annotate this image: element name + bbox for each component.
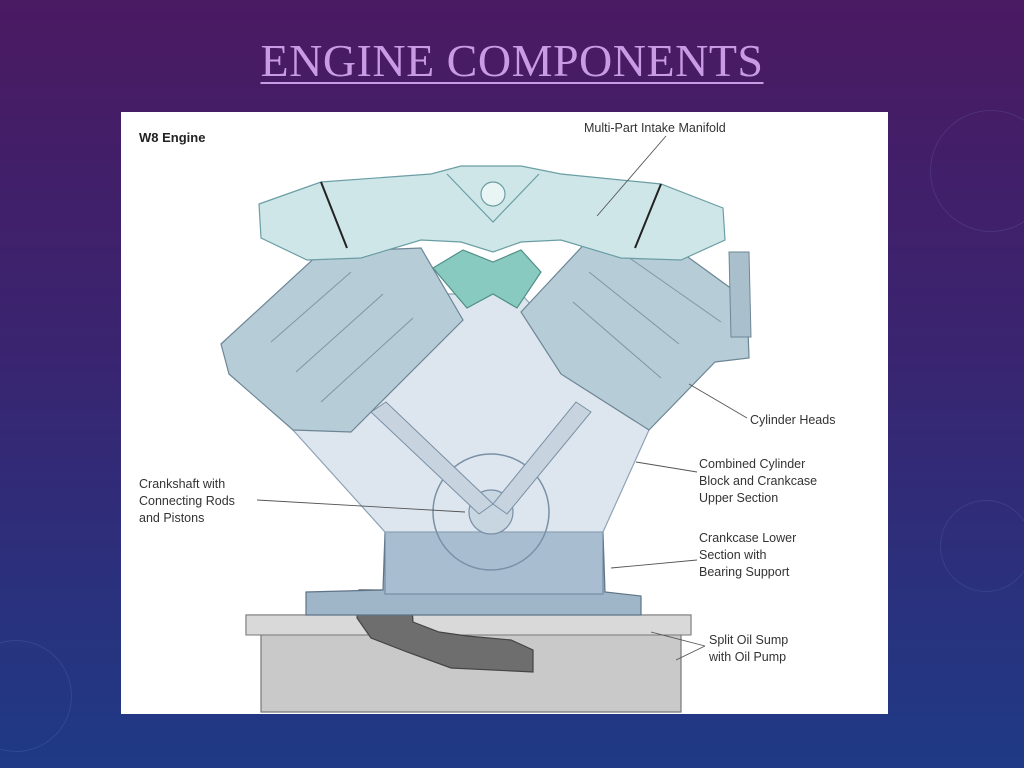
crankshaft-shape	[432, 453, 550, 571]
label-crankshaft: Crankshaft with Connecting Rods and Pist…	[139, 477, 235, 525]
leader-crankcase-lower	[610, 559, 698, 569]
label-cylinder-heads: Cylinder Heads	[750, 413, 836, 427]
leader-intake-manifold	[596, 135, 667, 217]
leader-block-upper	[635, 461, 698, 473]
label-oil-sump: Split Oil Sump with Oil Pump	[709, 633, 789, 664]
connecting-rod-right	[492, 401, 592, 515]
background-circle-decoration	[940, 500, 1024, 592]
label-intake-manifold: Multi-Part Intake Manifold	[584, 121, 726, 135]
label-crankcase-lower: Crankcase Lower Section with Bearing Sup…	[699, 531, 797, 579]
slide-title: ENGINE COMPONENTS	[260, 35, 764, 86]
intake-manifold-shape	[258, 165, 726, 261]
leader-cylinder-heads	[688, 383, 748, 419]
sump-flange	[245, 614, 692, 636]
leader-crankshaft	[256, 499, 466, 513]
label-block-upper: Combined Cylinder Block and Crankcase Up…	[699, 457, 818, 505]
oil-filler-neck	[728, 251, 752, 338]
leader-oil-sump-2	[675, 645, 706, 661]
diagram-title: W8 Engine	[139, 130, 206, 145]
background-circle-decoration	[0, 640, 72, 752]
throttle-body-shape	[432, 249, 542, 309]
engine-cutaway-illustration	[220, 135, 752, 713]
leader-oil-sump-1	[650, 631, 706, 647]
background-circle-decoration	[930, 110, 1024, 232]
lower-bearing-area	[384, 531, 604, 595]
engine-diagram: W8 Engine Multi-Part Intake Manifold Cyl…	[121, 112, 888, 714]
